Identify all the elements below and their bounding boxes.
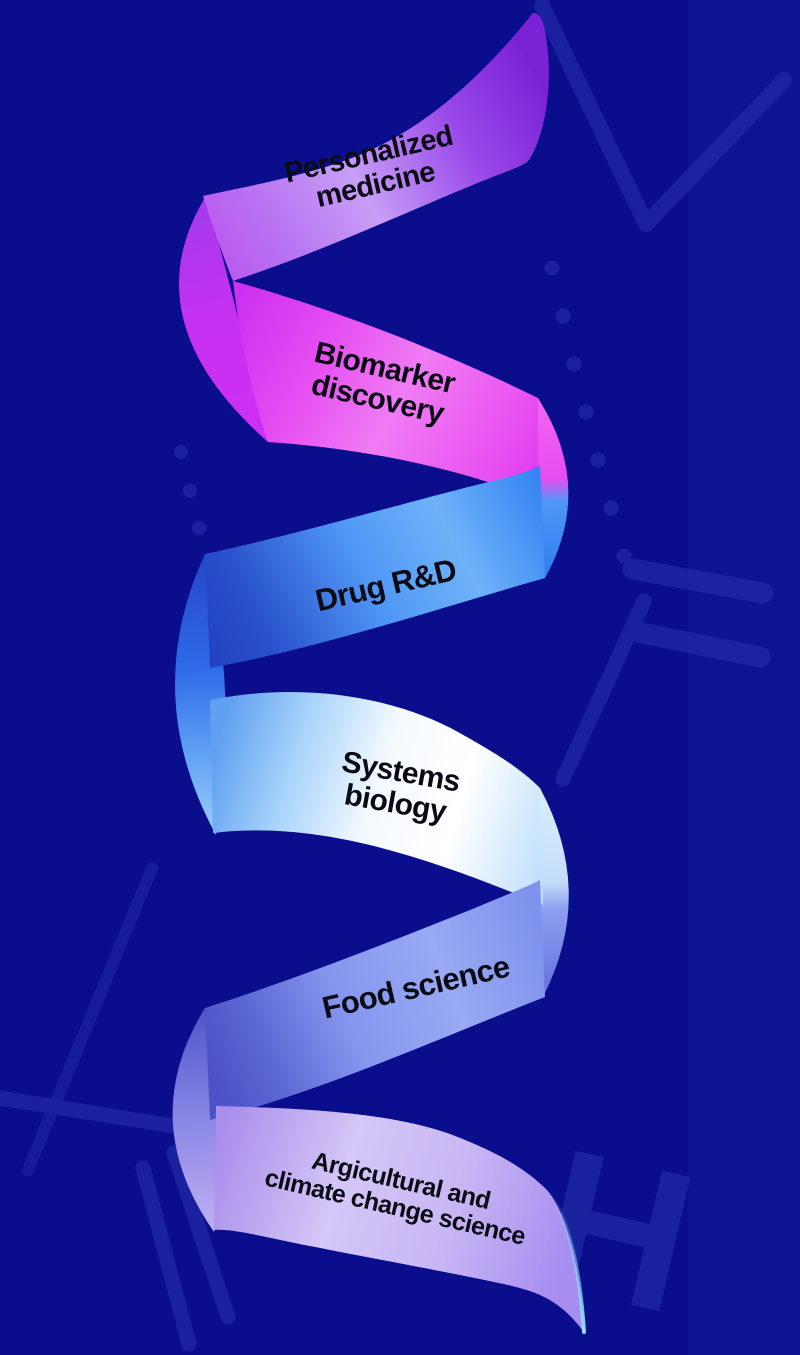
hydrogen-bond-dots-icon <box>174 260 632 564</box>
ribbon-tail-highlight <box>545 1188 586 1334</box>
background-stripe <box>688 0 800 1355</box>
ribbon-band-biomarker-discovery <box>233 281 538 500</box>
molecule-bond-chevron-icon <box>534 0 792 232</box>
ribbon-fold-left-1 <box>179 196 268 442</box>
ribbon-band-agricultural-climate-science <box>214 1106 584 1332</box>
ribbon-band-drug-rd <box>205 466 545 668</box>
ribbon-band-systems-biology <box>210 691 543 905</box>
ribbon-band-personalized-medicine <box>203 13 549 281</box>
molecule-double-bond-icon <box>555 558 774 787</box>
ribbon-band-food-science <box>205 880 545 1120</box>
